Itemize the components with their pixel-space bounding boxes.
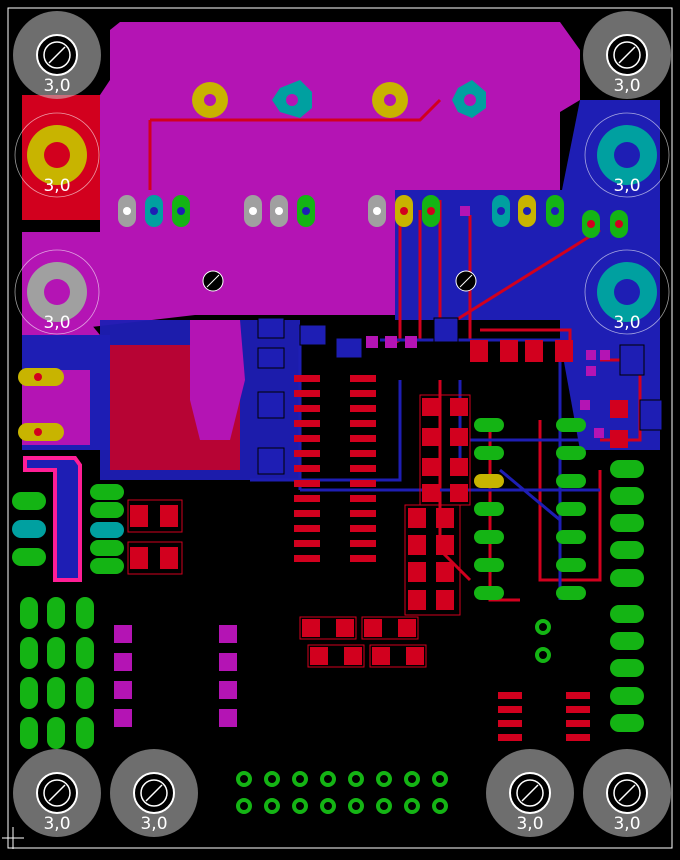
mounting-hole-icon: 3,0 xyxy=(486,749,574,837)
mounting-hole-icon: 3,0 xyxy=(13,749,101,837)
mounting-holes: 3,0 3,0 3,0 3,0 3,0 3,0 3,0 3,0 3,0 3,0 xyxy=(13,11,671,837)
hole-size-label: 3,0 xyxy=(43,814,70,834)
highlighted-net-outline xyxy=(23,456,82,582)
hole-size-label: 3,0 xyxy=(613,76,640,96)
origin-crosshair-icon xyxy=(2,827,24,849)
dip-ic-pads xyxy=(474,418,586,600)
hole-size-label: 3,0 xyxy=(613,176,640,196)
mounting-hole-icon: 3,0 xyxy=(14,112,100,198)
magenta-trace-block xyxy=(190,320,245,440)
mounting-hole-icon: 3,0 xyxy=(583,749,671,837)
mounting-hole-icon: 3,0 xyxy=(584,249,670,335)
hole-size-label: 3,0 xyxy=(613,313,640,333)
mounting-hole-icon: 3,0 xyxy=(14,249,100,335)
smd-ic-bottom-right xyxy=(498,692,590,741)
left-pin-header xyxy=(20,597,94,749)
hole-size-label: 3,0 xyxy=(43,176,70,196)
mounting-hole-icon: 3,0 xyxy=(583,11,671,99)
mounting-hole-icon: 3,0 xyxy=(13,11,101,99)
magenta-smd-pads xyxy=(114,625,237,727)
left-connector-pads xyxy=(12,484,124,574)
via-icon xyxy=(202,270,477,292)
hole-size-label: 3,0 xyxy=(613,814,640,834)
small-smd-blue xyxy=(257,317,663,475)
side-terminal-pads xyxy=(27,125,657,322)
via-icon xyxy=(366,206,610,438)
header-pad-row xyxy=(118,195,628,238)
right-connector-pads xyxy=(610,460,644,732)
hole-size-label: 3,0 xyxy=(140,814,167,834)
small-smd-red-right xyxy=(470,340,628,448)
hole-size-label: 3,0 xyxy=(43,313,70,333)
smd-passives xyxy=(127,394,471,668)
left-oval-pads xyxy=(18,368,64,441)
smd-ic-center xyxy=(294,375,376,562)
mounting-hole-icon: 3,0 xyxy=(110,749,198,837)
top-connector-pads xyxy=(192,80,486,118)
hole-size-label: 3,0 xyxy=(43,76,70,96)
hole-size-label: 3,0 xyxy=(516,814,543,834)
bottom-header-pads xyxy=(236,619,551,814)
mounting-hole-icon: 3,0 xyxy=(584,112,670,198)
